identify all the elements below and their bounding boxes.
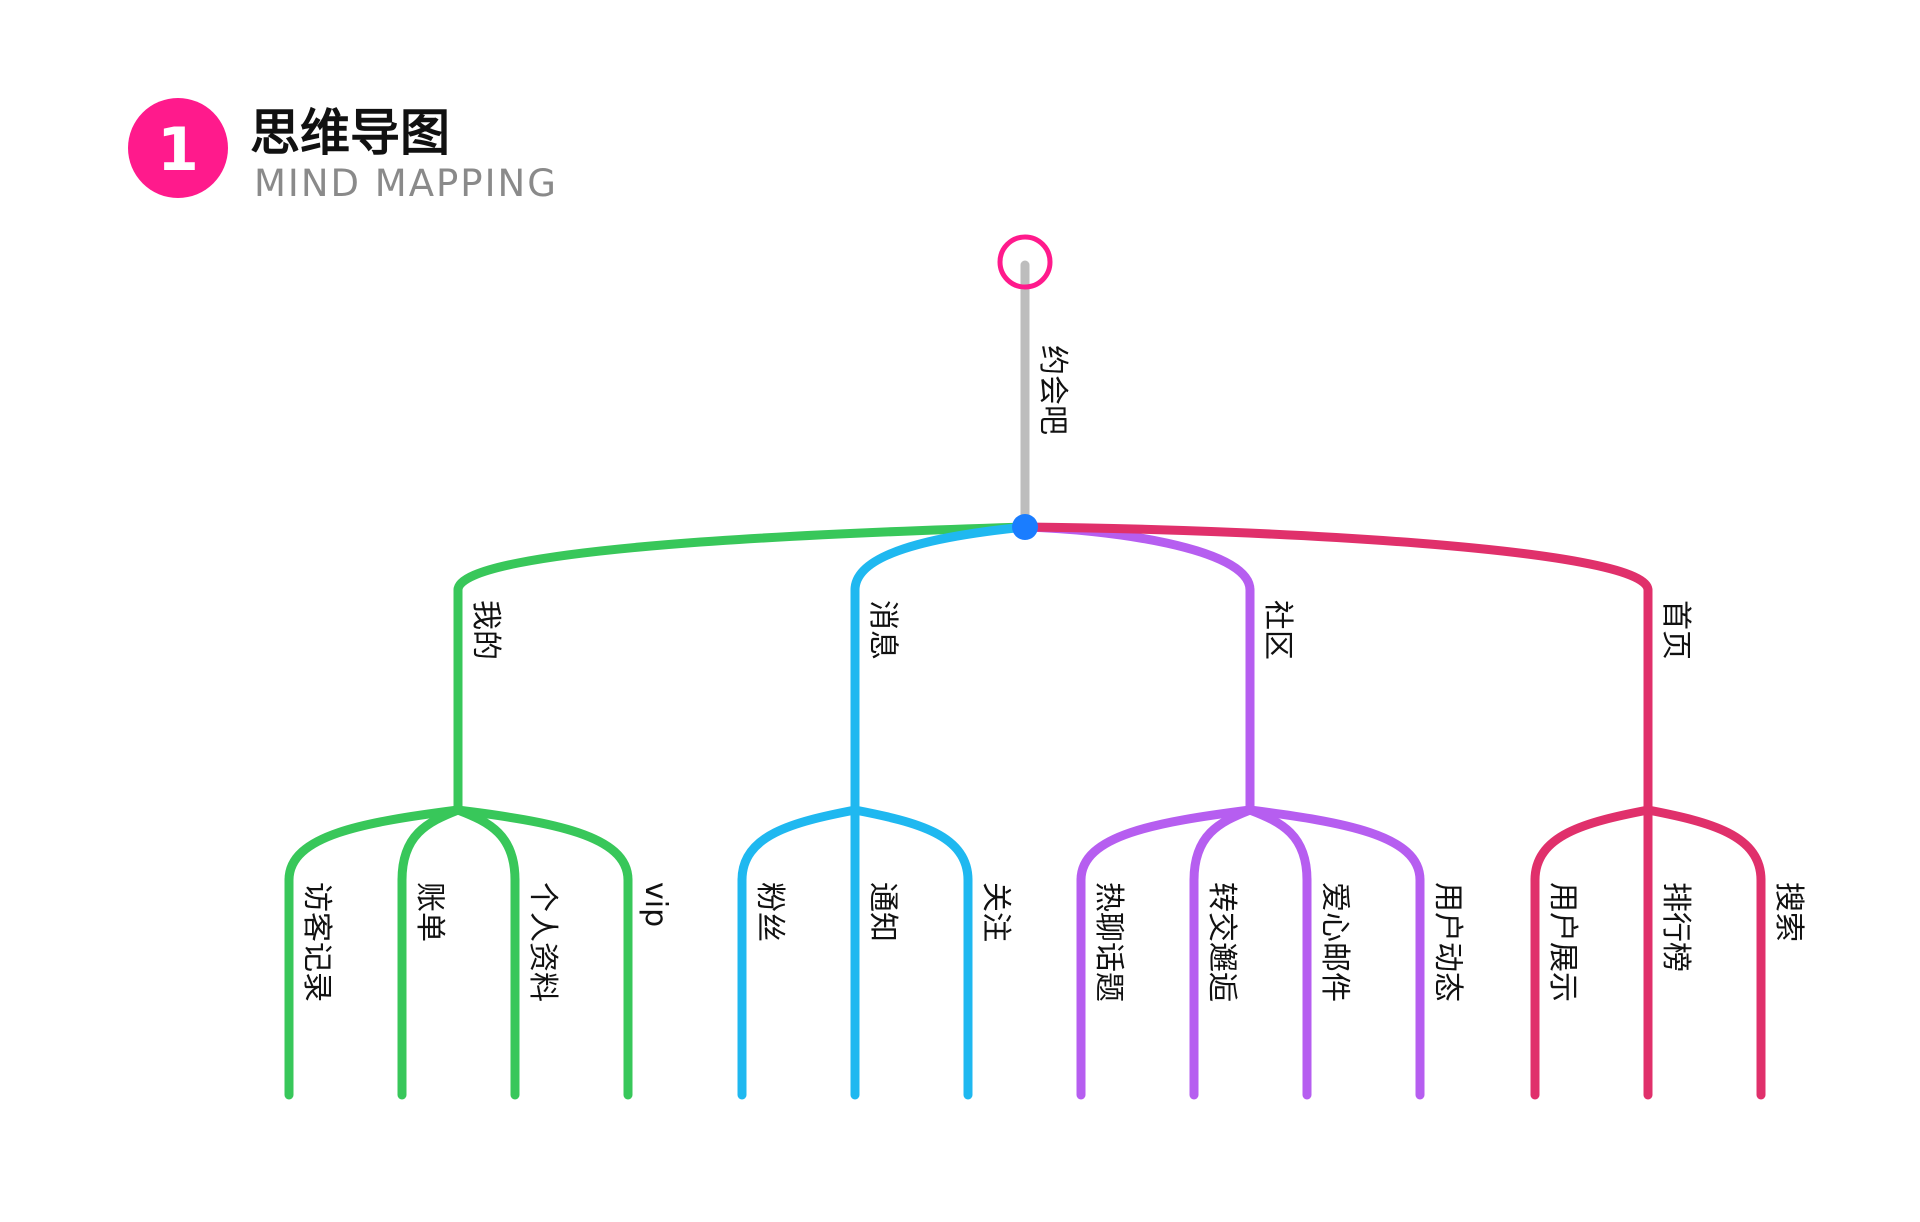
child-connector: [1643, 805, 1766, 885]
branch-label: 消息: [865, 600, 900, 660]
child-connector: [1189, 805, 1255, 885]
child-label: 热聊话题: [1091, 882, 1126, 1002]
root-ring: [997, 234, 1053, 290]
child-connector: [397, 805, 463, 885]
child-connector: [1245, 805, 1425, 885]
child-label: 排行榜: [1658, 882, 1693, 972]
child-label: vip: [638, 882, 673, 927]
child-label: 粉丝: [752, 882, 787, 942]
child-label: 访客记录: [299, 882, 334, 1002]
child-connector: [284, 805, 463, 885]
branch-connector: [1020, 522, 1255, 595]
branch-label: 社区: [1260, 600, 1295, 660]
child-label: 用户展示: [1545, 882, 1580, 1002]
child-label: 用户动态: [1430, 882, 1465, 1002]
branch-label: 首页: [1658, 600, 1693, 660]
child-label: 搜索: [1771, 882, 1806, 942]
child-label: 关注: [978, 882, 1013, 942]
badge-number: 1: [157, 115, 199, 185]
root-label: 约会吧: [1035, 345, 1070, 435]
page-subtitle: MIND MAPPING: [254, 162, 558, 205]
child-connector: [1530, 805, 1653, 885]
branch-connector: [850, 522, 1030, 595]
child-connector: [850, 805, 973, 885]
root-hub: [1012, 514, 1038, 540]
branch-label: 我的: [468, 600, 503, 660]
branch-connector: [453, 522, 1030, 595]
child-label: 转交邂逅: [1204, 882, 1239, 1002]
child-label: 个人资料: [525, 882, 560, 1002]
child-connector: [453, 805, 633, 885]
page-title: 思维导图: [250, 104, 450, 162]
number-badge: [128, 98, 228, 198]
branch-connector: [1020, 522, 1653, 595]
child-label: 通知: [865, 882, 900, 942]
child-label: 爱心邮件: [1317, 882, 1352, 1002]
header: 1 思维导图 MIND MAPPING: [128, 98, 558, 205]
child-connector: [1076, 805, 1255, 885]
child-label: 账单: [412, 882, 447, 942]
root-node: 约会吧: [997, 234, 1070, 530]
child-connector: [737, 805, 860, 885]
